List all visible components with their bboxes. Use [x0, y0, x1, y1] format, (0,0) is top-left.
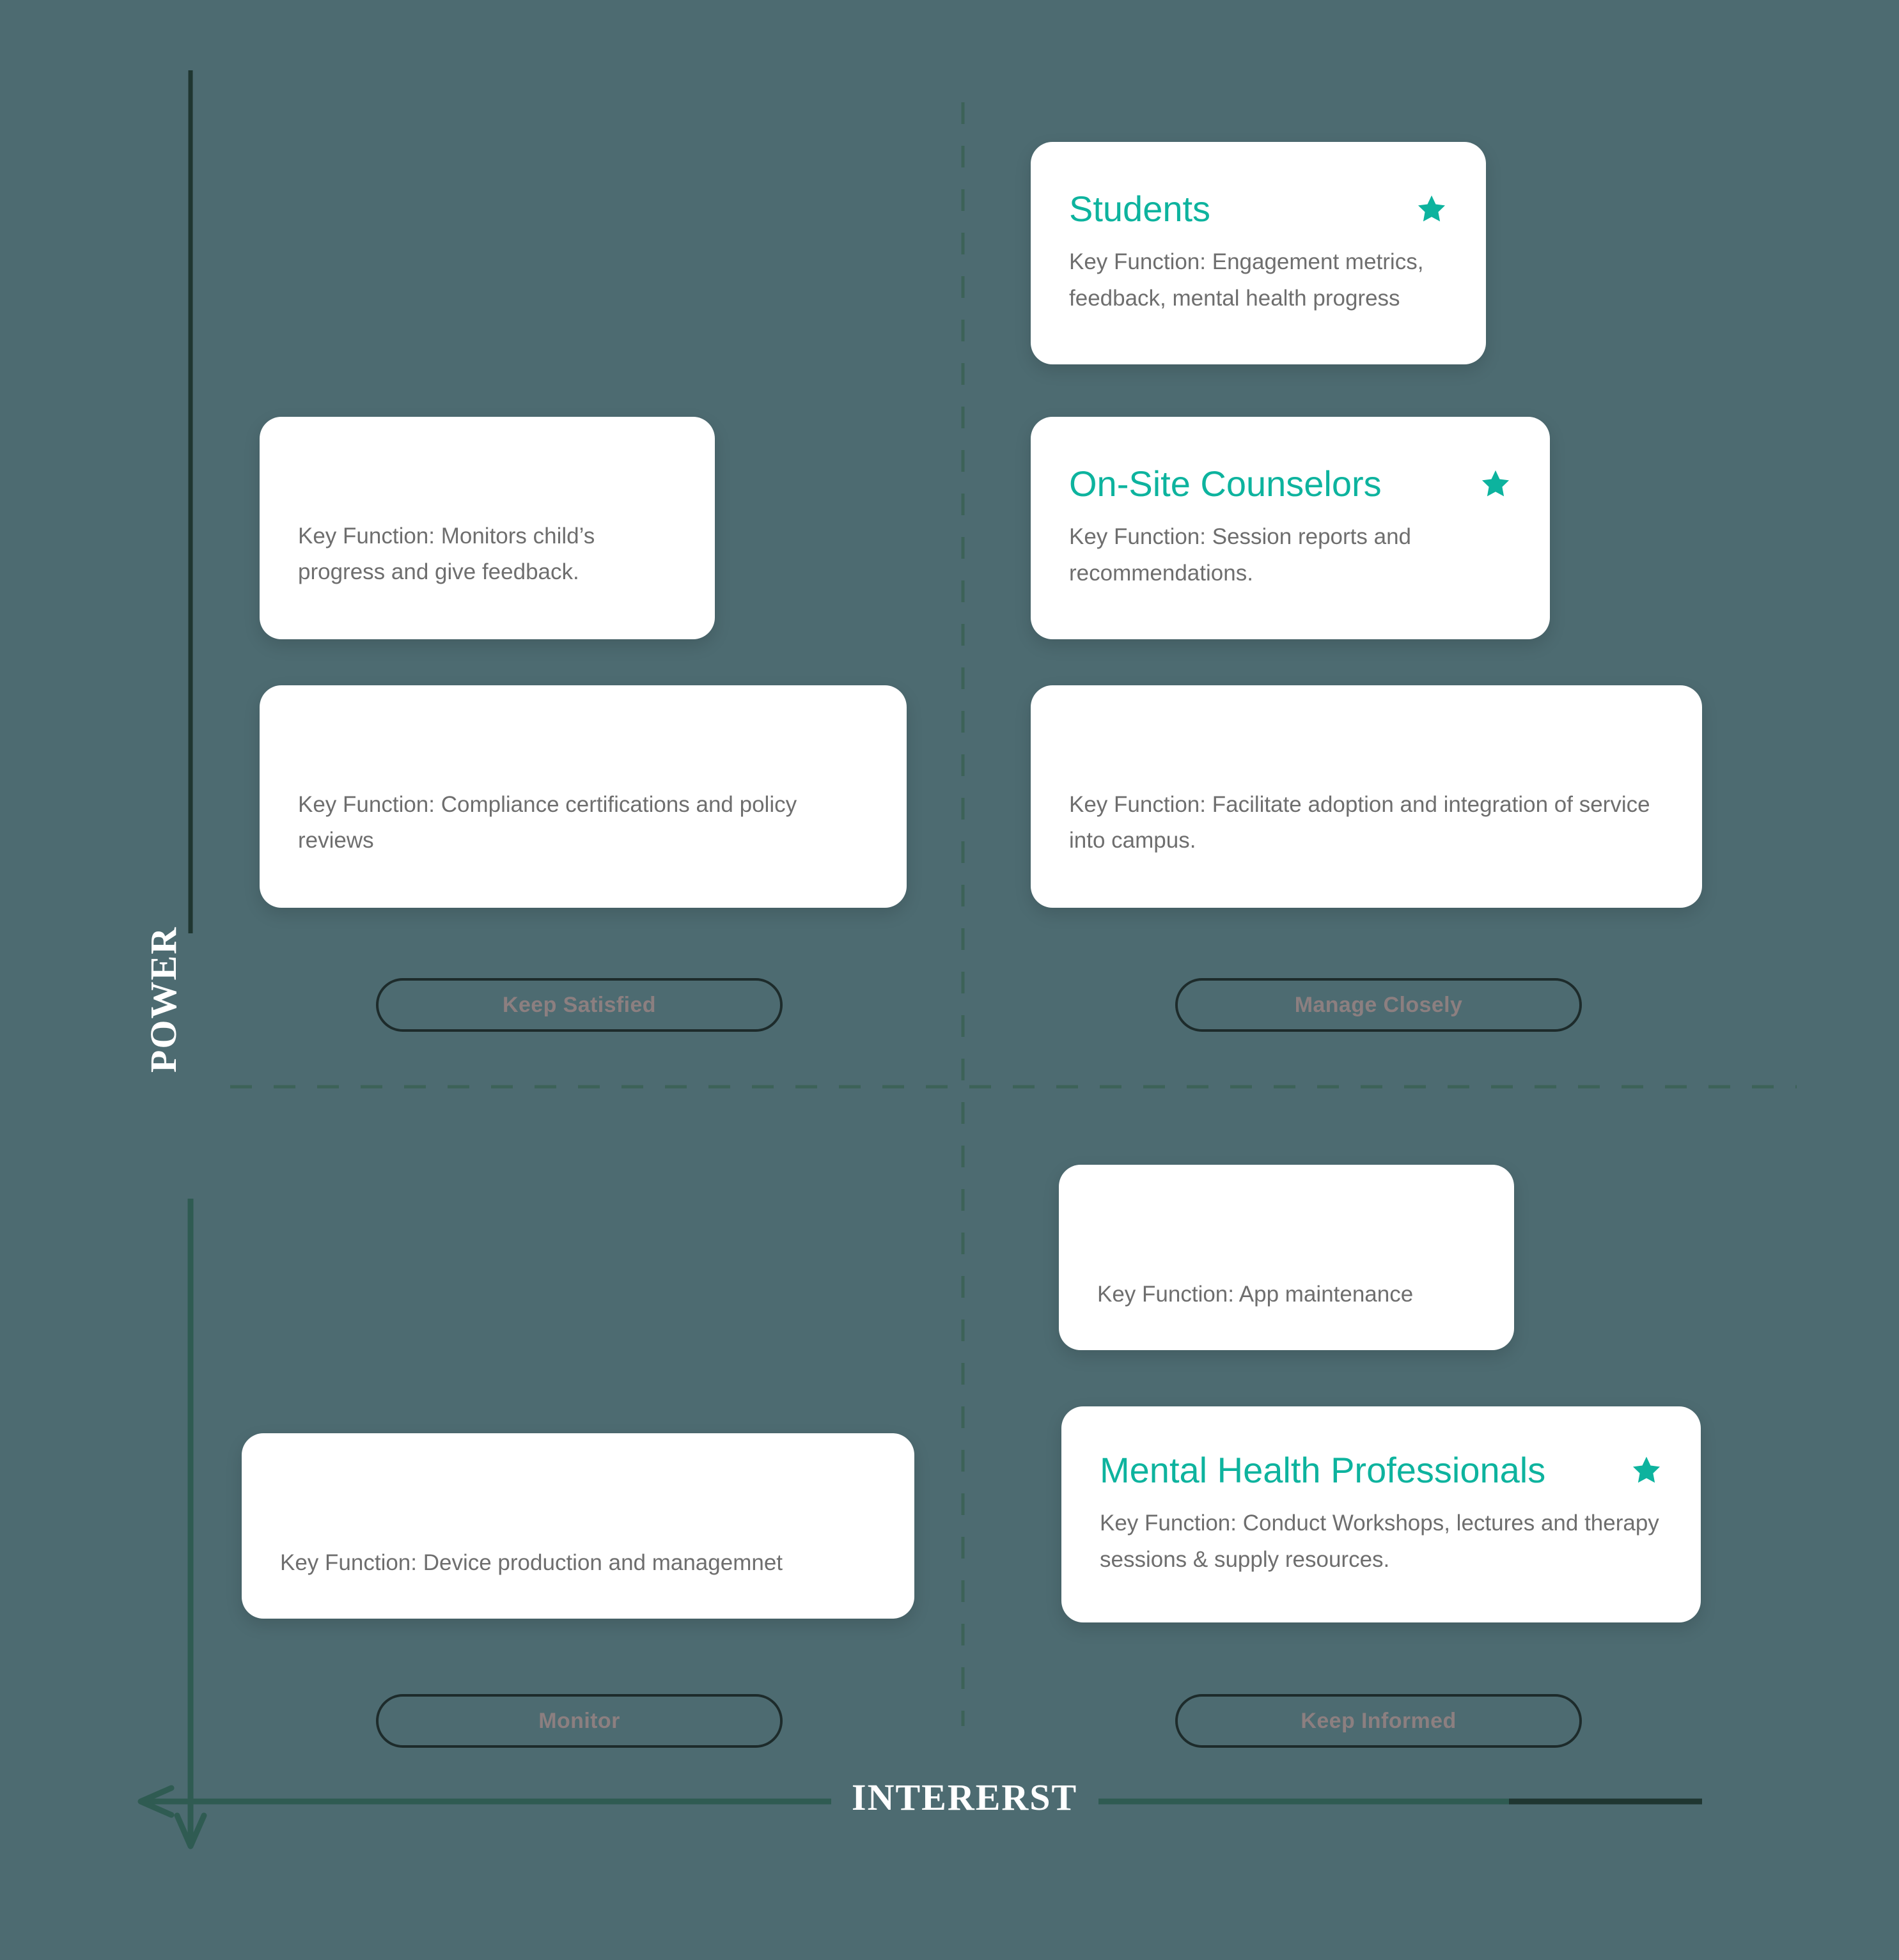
x-axis-title: INTERERST	[852, 1777, 1078, 1818]
card-title: Mental Health Professionals	[1100, 1449, 1546, 1490]
card-description: Key Function: Device production and mana…	[280, 1550, 783, 1576]
card-description: Key Function: Monitors child’s progress …	[298, 523, 595, 585]
star-icon	[1481, 471, 1510, 497]
y-axis-arrowhead	[174, 1812, 207, 1849]
card-description: Key Function: Conduct Workshops, lecture…	[1100, 1511, 1659, 1572]
card-description: Key Function: App maintenance	[1097, 1282, 1414, 1307]
stakeholder-card-campus-administration[interactable]: Key Function: Facilitate adoption and in…	[1031, 685, 1702, 908]
stakeholder-card-parents[interactable]: Key Function: Monitors child’s progress …	[260, 417, 715, 639]
card-title: Students	[1069, 188, 1211, 229]
card-header: Mental Health Professionals	[1100, 1449, 1662, 1491]
card-description: Key Function: Compliance certifications …	[298, 791, 797, 853]
y-axis-title: POWER	[143, 926, 184, 1073]
stakeholder-card-development-team[interactable]: Key Function: App maintenance	[1059, 1165, 1514, 1350]
card-description: Key Function: Facilitate adoption and in…	[1069, 791, 1650, 853]
quadrant-label-keep-satisfied[interactable]: Keep Satisfied	[376, 978, 783, 1032]
stakeholder-card-on-site-counselors[interactable]: On-Site Counselors Key Function: Session…	[1031, 417, 1550, 639]
card-title: On-Site Counselors	[1069, 463, 1382, 504]
stakeholder-card-hardware-manufacturer[interactable]: Key Function: Device production and mana…	[242, 1433, 914, 1619]
card-description: Key Function: Engagement metrics, feedba…	[1069, 249, 1424, 311]
card-description: Key Function: Session reports and recomm…	[1069, 524, 1412, 586]
stakeholder-card-compliance[interactable]: Key Function: Compliance certifications …	[260, 685, 907, 908]
stakeholder-card-mental-health-professionals[interactable]: Mental Health Professionals Key Function…	[1061, 1406, 1701, 1622]
card-header: Students	[1069, 188, 1448, 230]
stakeholder-card-students[interactable]: Students Key Function: Engagement metric…	[1031, 142, 1486, 364]
star-icon	[1632, 1457, 1661, 1483]
quadrant-label-monitor[interactable]: Monitor	[376, 1694, 783, 1748]
quadrant-label-keep-informed[interactable]: Keep Informed	[1175, 1694, 1582, 1748]
card-header: On-Site Counselors	[1069, 463, 1512, 505]
x-axis-arrowhead	[137, 1785, 175, 1818]
star-icon	[1418, 196, 1446, 222]
quadrant-label-manage-closely[interactable]: Manage Closely	[1175, 978, 1582, 1032]
